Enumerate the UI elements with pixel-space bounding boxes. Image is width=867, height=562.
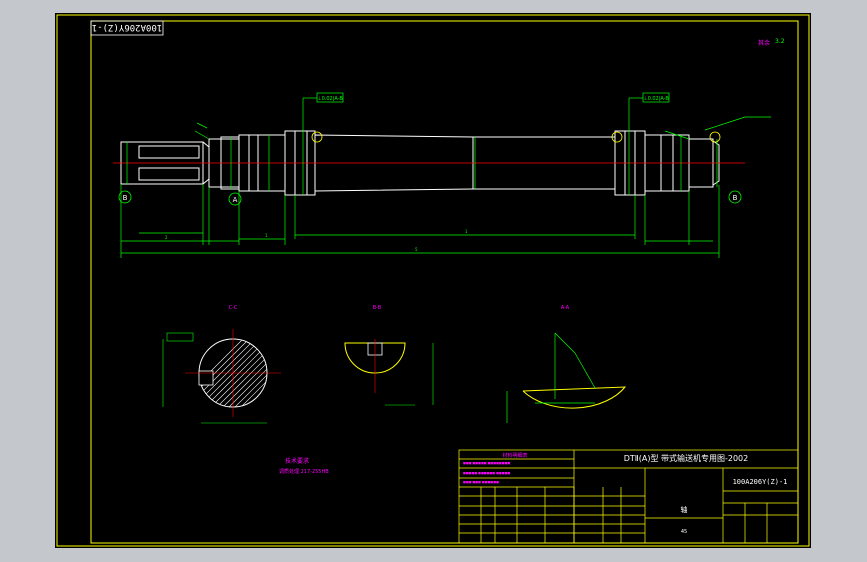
section-label: C-C <box>229 305 238 311</box>
dimension-lines <box>120 97 771 258</box>
tolerance-frame-right <box>642 92 670 103</box>
outer-frame <box>56 14 810 547</box>
datum-label: A <box>233 196 238 204</box>
tech-title: 技术要求 <box>285 457 309 465</box>
svg-text:■■■ ■■■■■ ■■■■■■■■: ■■■ ■■■■■ ■■■■■■■■ <box>463 461 510 465</box>
dimension-labels: 5 1 1 2 <box>165 229 468 252</box>
section-b-b: B-B <box>344 305 434 406</box>
tolerance-text: ⊥0.02|A-B <box>317 96 343 102</box>
drawing-sheet: 100A206Y(Z)-1 其余 3.2 <box>55 13 811 548</box>
balloon <box>709 131 721 143</box>
section-arc <box>522 386 627 409</box>
stamp-box <box>90 20 164 36</box>
tolerance-frame-left <box>316 92 344 103</box>
project-title: DTⅡ(A)型 带式输送机专用图-2002 <box>624 453 749 463</box>
section-c-c: C-C <box>162 305 281 424</box>
tolerance-text: ⊥0.02|A-B <box>643 96 669 102</box>
key-slot <box>198 370 214 386</box>
tolerance-frame <box>166 332 194 342</box>
datum-label: B <box>733 194 738 202</box>
table-header: 材料明细表 <box>502 452 527 459</box>
section-half <box>344 342 406 374</box>
datum-circle-b <box>118 190 132 204</box>
svg-text:■■■■■ ■■■■■■ ■■■■■: ■■■■■ ■■■■■■ ■■■■■ <box>463 471 510 475</box>
stamp-code: 100A206Y(Z)-1 <box>92 22 162 32</box>
title-block <box>458 449 799 544</box>
dim-label-middle: 1 <box>465 229 468 234</box>
dim-label-left: 1 <box>265 233 268 238</box>
drawing-number: 100A206Y(Z)-1 <box>733 478 788 486</box>
title-table-cells: ■■■ ■■■■■ ■■■■■■■■ ■■■■■ ■■■■■■ ■■■■■ ■■… <box>463 461 510 484</box>
keyway-top <box>138 145 200 159</box>
roughness-note: 其余 <box>758 39 770 47</box>
datum-circle-b2 <box>728 190 742 204</box>
section-label: B-B <box>373 305 382 311</box>
datum-circle-a <box>228 192 242 206</box>
section-label: A-A <box>561 305 570 311</box>
dim-label-total: 5 <box>415 247 418 252</box>
tech-note: 调质处理 217-255HB <box>279 468 329 475</box>
keyway-bottom <box>138 167 200 181</box>
part-name: 轴 <box>681 505 688 514</box>
balloon <box>611 131 623 143</box>
cad-drawing: 100A206Y(Z)-1 其余 3.2 <box>56 14 810 547</box>
svg-text:■■■ ■■■ ■■■■■■: ■■■ ■■■ ■■■■■■ <box>463 480 499 484</box>
datum-label: B <box>123 194 128 202</box>
section-a-a: A-A <box>506 305 627 423</box>
inner-frame <box>90 20 799 544</box>
roughness-value: 3.2 <box>775 38 785 45</box>
material: 45 <box>681 529 687 535</box>
balloon <box>311 131 323 143</box>
dim-label-end: 2 <box>165 235 168 240</box>
